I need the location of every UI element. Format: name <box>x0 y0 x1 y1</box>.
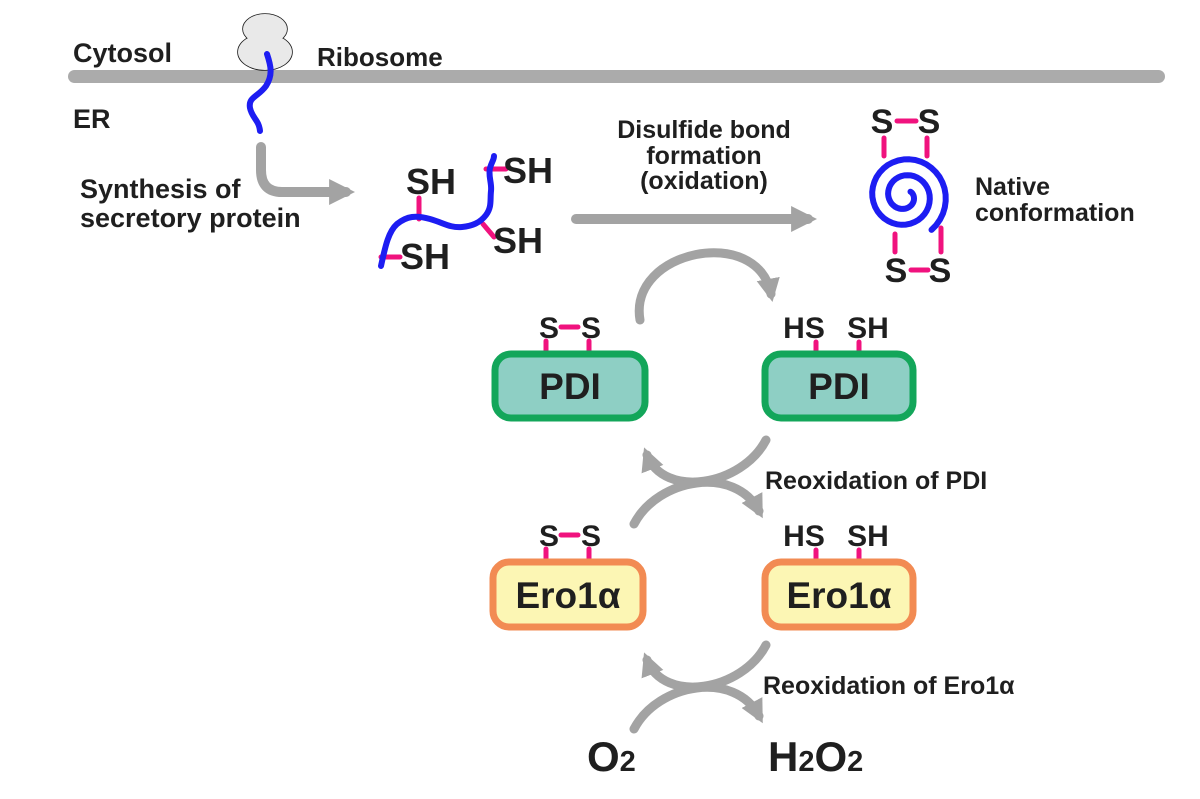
sh-label-2: SH <box>503 150 553 191</box>
svg-text:Disulfide bond: Disulfide bond <box>617 116 791 144</box>
oxidation-to-pdi-arc <box>634 248 780 325</box>
sh-label-4: SH <box>400 236 450 277</box>
exchange-arrow-to-h2o2 <box>629 682 764 734</box>
nascent-protein-chain <box>246 51 274 134</box>
reoxidation-pdi-label: Reoxidation of PDI <box>765 467 987 495</box>
pdi-box-reduced <box>761 350 917 422</box>
pdi-s-left: S <box>539 312 559 345</box>
exchange-arrow-to-pdi <box>641 435 771 487</box>
ribosome-label: Ribosome <box>317 42 443 72</box>
synthesis-arrow <box>256 142 356 205</box>
pdi-box-oxidized <box>491 350 649 422</box>
pdi-ero1-exchange-arrows <box>629 435 771 529</box>
cytosol-label: Cytosol <box>73 38 172 68</box>
ero1-hs-label: HS <box>783 520 825 553</box>
svg-text:Synthesis of: Synthesis of <box>80 174 242 204</box>
unfolded-chain <box>378 153 497 269</box>
pdi-name-reduced: PDI <box>808 366 870 407</box>
svg-text:formation: formation <box>646 142 761 170</box>
ribosome-shape <box>237 13 293 71</box>
svg-text:(oxidation): (oxidation) <box>640 167 768 195</box>
ero1-name-reduced: Ero1α <box>786 575 891 616</box>
ero1-s-right: S <box>581 520 601 553</box>
ero1-reduced: HS SH Ero1α <box>761 520 917 631</box>
ero1-s-left: S <box>539 520 559 553</box>
er-membrane-bar <box>68 70 1165 83</box>
native-s-top-right: S <box>918 103 941 141</box>
native-label-2: conformation <box>975 199 1135 227</box>
pdi-hs-label: HS <box>783 312 825 345</box>
exchange-arrow-to-ero1-ss <box>641 640 771 692</box>
ero1-o2-exchange-arrows <box>629 640 771 734</box>
native-s-top-left: S <box>871 103 894 141</box>
native-conformation: S S S S Native conformation <box>869 103 1135 290</box>
pdi-sh-label: SH <box>847 312 889 345</box>
pdi-oxidized: S S PDI <box>491 312 649 422</box>
pdi-s-right: S <box>581 312 601 345</box>
ero1-name-oxidized: Ero1α <box>515 575 620 616</box>
ero1-sh-label: SH <box>847 520 889 553</box>
pdi-reduced: HS SH PDI <box>761 312 917 422</box>
ero1-box-reduced <box>761 558 917 631</box>
native-label-1: Native <box>975 173 1050 201</box>
ero1-oxidized: S S Ero1α <box>489 520 647 631</box>
h2o2-label: H2O2 <box>768 733 863 780</box>
native-s-bottom-right: S <box>929 252 952 290</box>
synthesis-label: Synthesis of secretory protein <box>80 174 301 233</box>
sh-label-3: SH <box>493 220 543 261</box>
reoxidation-ero1-label: Reoxidation of Ero1α <box>763 672 1015 700</box>
unfolded-protein: SH SH SH SH <box>378 150 553 277</box>
thiol-tick-3 <box>480 221 497 240</box>
ero1-box-oxidized <box>489 558 647 631</box>
exchange-arrow-to-ero1 <box>629 477 764 529</box>
folded-spiral <box>869 156 949 233</box>
oxidation-step: Disulfide bond formation (oxidation) <box>571 116 818 232</box>
native-s-bottom-left: S <box>885 252 908 290</box>
pdi-name-oxidized: PDI <box>539 366 601 407</box>
sh-label-1: SH <box>406 161 456 202</box>
svg-text:secretory protein: secretory protein <box>80 203 301 233</box>
er-label: ER <box>73 104 111 134</box>
o2-label: O2 <box>587 733 636 780</box>
